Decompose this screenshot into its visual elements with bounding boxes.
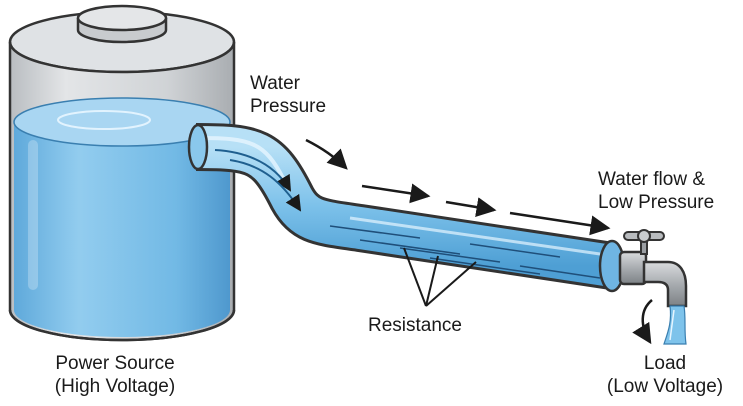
pressure-arrow	[509, 211, 611, 236]
load-label: Load (Low Voltage)	[606, 353, 724, 397]
tank-lid-top	[76, 4, 168, 32]
resistance-pointers	[403, 247, 477, 307]
power-source-label: Power Source (High Voltage)	[54, 353, 176, 397]
stream-highlight	[669, 309, 675, 341]
faucet-spout	[642, 260, 688, 308]
pressure-arrow	[445, 197, 497, 217]
pipe-highlight	[199, 136, 286, 181]
pressure-arrows	[305, 138, 611, 236]
tank-bottom-edge	[8, 309, 236, 342]
pressure-arrow	[361, 183, 431, 204]
tank-water	[14, 122, 230, 337]
water-stream	[663, 305, 687, 345]
internal-flow-arrow	[229, 159, 302, 212]
water-flow-label: Water flow & Low Pressure	[598, 169, 715, 213]
surface-ripple	[57, 110, 151, 130]
pipe	[187, 123, 626, 293]
faucet-body	[618, 250, 648, 286]
tank-water-surface	[13, 97, 231, 147]
resistance-label: Resistance	[368, 315, 462, 336]
resistance-streaks	[329, 225, 601, 279]
faucet	[618, 229, 688, 345]
flow-down-arrow	[632, 299, 653, 345]
pipe-highlight-2	[349, 216, 601, 256]
pressure-arrow	[305, 138, 348, 170]
pipe-start-cap	[187, 123, 209, 171]
water-tank	[8, 4, 236, 342]
tank-highlight	[28, 140, 38, 290]
valve-knob	[637, 229, 651, 243]
water-pressure-label: Water Pressure	[250, 73, 327, 117]
internal-flow-arrow	[214, 149, 292, 192]
